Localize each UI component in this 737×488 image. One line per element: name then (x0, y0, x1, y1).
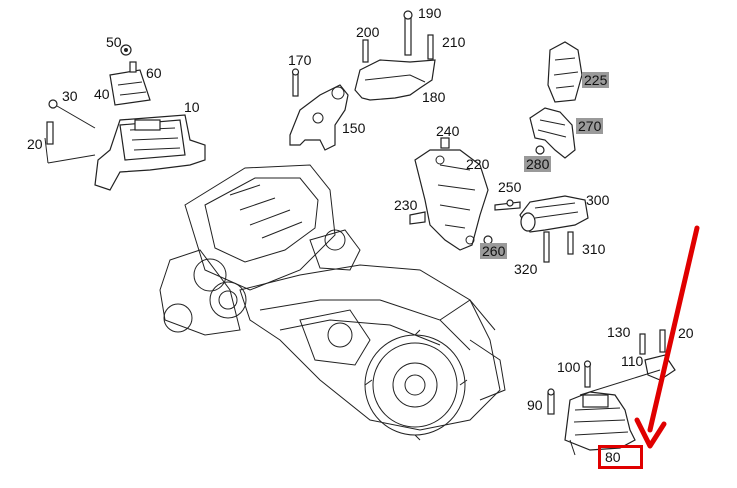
label-130: 130 (607, 324, 631, 340)
label-240: 240 (436, 123, 460, 139)
label-170: 170 (288, 52, 312, 68)
engine-assembly (159, 164, 506, 441)
label-100: 100 (557, 359, 581, 375)
label-30: 30 (62, 88, 78, 104)
label-225: 225 (582, 72, 610, 88)
label-40: 40 (94, 86, 110, 102)
label-190: 190 (418, 5, 442, 21)
mount-270 (529, 107, 576, 159)
label-260: 260 (480, 243, 508, 259)
bracket-220 (409, 137, 493, 251)
mount-300 (494, 195, 589, 263)
label-310: 310 (582, 241, 606, 257)
bracket-150 (289, 68, 349, 151)
label-20: 20 (27, 136, 43, 152)
label-150: 150 (342, 120, 366, 136)
label-60: 60 (146, 65, 162, 81)
label-120: 20 (678, 325, 694, 341)
mount-225 (547, 41, 583, 103)
label-200: 200 (356, 24, 380, 40)
label-250: 250 (498, 179, 522, 195)
label-230: 230 (394, 197, 418, 213)
label-90: 90 (527, 397, 543, 413)
label-300: 300 (586, 192, 610, 208)
mount-80 (547, 329, 676, 456)
label-280: 280 (524, 156, 552, 172)
label-270: 270 (576, 118, 604, 134)
label-210: 210 (442, 34, 466, 50)
label-180: 180 (422, 89, 446, 105)
red-arrow (634, 225, 700, 449)
label-10: 10 (184, 99, 200, 115)
label-110: 110 (621, 353, 644, 369)
mount-10 (44, 44, 206, 191)
label-50: 50 (106, 34, 122, 50)
label-320: 320 (514, 261, 538, 277)
bracket-180 (354, 10, 436, 101)
label-220: 220 (466, 156, 490, 172)
label-80-highlighted: 80 (598, 445, 643, 469)
